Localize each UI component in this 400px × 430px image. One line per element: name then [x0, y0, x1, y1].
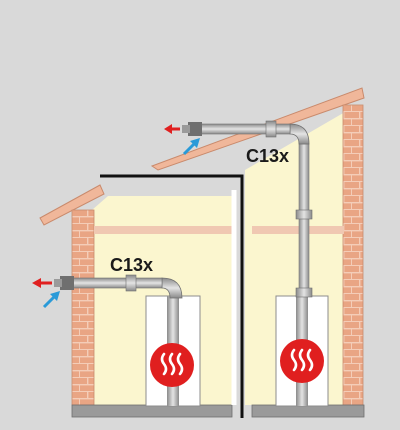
- right-vertical-flue: [298, 143, 310, 297]
- heating-wave-icon: [160, 352, 184, 376]
- right-wall-band: [252, 226, 344, 234]
- right-floor: [251, 404, 365, 418]
- left-brick-wall: [71, 209, 95, 406]
- exhaust-arrow-icon: [164, 124, 180, 134]
- lower-flue-label: C13x: [110, 255, 154, 275]
- left-floor: [71, 404, 233, 418]
- left-building-outline: [100, 174, 244, 418]
- left-horizontal-flue: [69, 277, 163, 289]
- left-wall-band: [94, 226, 232, 234]
- right-horizontal-flue: [199, 123, 291, 135]
- air-intake-arrow-icon: [182, 138, 200, 156]
- left-roof: [39, 184, 105, 226]
- right-brick-wall: [342, 104, 364, 406]
- right-flue-elbow: [289, 123, 310, 145]
- right-boiler-assembly: [182, 120, 329, 407]
- upper-flue-label: C13x: [246, 146, 290, 166]
- heating-wave-icon: [290, 348, 314, 372]
- left-boiler-assembly: [54, 274, 201, 407]
- left-flue-elbow: [161, 277, 183, 299]
- air-intake-arrow-icon: [42, 291, 60, 309]
- left-building: [39, 174, 244, 418]
- exhaust-arrow-icon: [32, 278, 52, 288]
